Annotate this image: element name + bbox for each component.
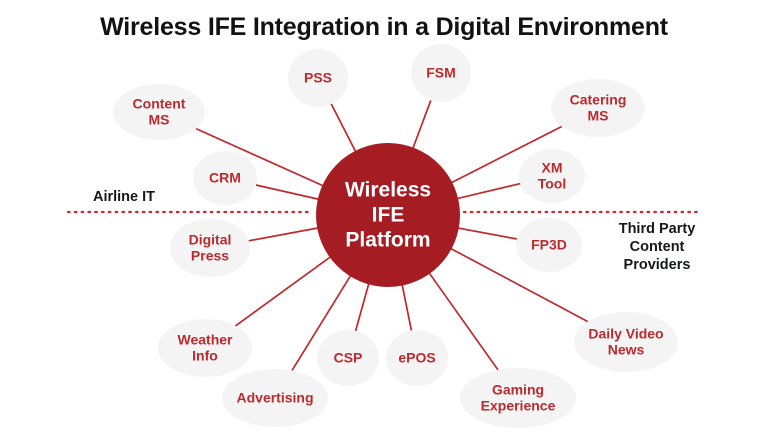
spoke-advertising [291,274,352,371]
node-bubble-digital-press[interactable] [170,219,250,277]
node-label-epos[interactable]: ePOS [398,349,436,366]
node-label-pss[interactable]: PSS [303,69,333,86]
spoke-content-ms [195,127,325,188]
node-label-weather-info[interactable]: Weather Info [177,331,233,363]
node-label-content-ms[interactable]: Content MS [132,95,186,127]
spoke-csp [354,282,370,332]
spoke-digital-press [248,226,320,242]
spoke-lines [195,99,589,371]
spoke-pss [330,103,357,154]
spoke-gaming-experience [427,271,499,371]
node-bubble-fsm[interactable] [411,44,471,102]
node-bubble-daily-video-news[interactable] [574,312,678,372]
node-label-daily-video-news[interactable]: Daily Video News [588,325,664,357]
node-label-catering-ms[interactable]: Catering MS [569,91,627,123]
spoke-fp3d [456,226,517,240]
spoke-epos [401,283,413,331]
page-title: Wireless IFE Integration in a Digital En… [100,13,668,41]
spoke-xm-tool [455,182,521,200]
spoke-weather-info [234,255,332,327]
node-bubble-pss[interactable] [288,49,348,107]
hub-label: Wireless IFE Platform [344,178,432,252]
node-label-xm-tool[interactable]: XM Tool [537,159,567,191]
node-bubble-gaming-experience[interactable] [460,368,576,428]
node-label-digital-press[interactable]: Digital Press [188,231,232,263]
node-bubble-catering-ms[interactable] [551,79,645,137]
node-label-fsm[interactable]: FSM [426,64,456,81]
node-bubble-xm-tool[interactable] [519,149,585,203]
node-label-advertising[interactable]: Advertising [236,389,314,406]
zone-label-third-party-content-providers: Third Party Content Providers [618,221,696,273]
node-label-csp[interactable]: CSP [333,349,363,366]
node-bubble-fp3d[interactable] [516,218,582,272]
node-bubble-content-ms[interactable] [113,84,205,140]
spoke-catering-ms [449,125,563,184]
node-bubble-csp[interactable] [317,330,379,386]
node-bubble-epos[interactable] [386,330,448,386]
node-label-fp3d[interactable]: FP3D [531,236,567,253]
node-bubble-advertising[interactable] [222,369,328,427]
node-bubbles [113,44,678,428]
node-label-gaming-experience[interactable]: Gaming Experience [480,381,556,413]
hub-circle[interactable] [316,143,460,287]
spoke-daily-video-news [449,247,589,323]
hub-circle-shape[interactable] [316,143,460,287]
node-bubble-crm[interactable] [193,151,257,205]
node-label-crm[interactable]: CRM [209,169,241,186]
zone-label-airline-it: Airline IT [92,189,156,205]
spoke-crm [255,184,320,201]
node-bubble-weather-info[interactable] [158,319,252,377]
spoke-fsm [411,99,432,150]
